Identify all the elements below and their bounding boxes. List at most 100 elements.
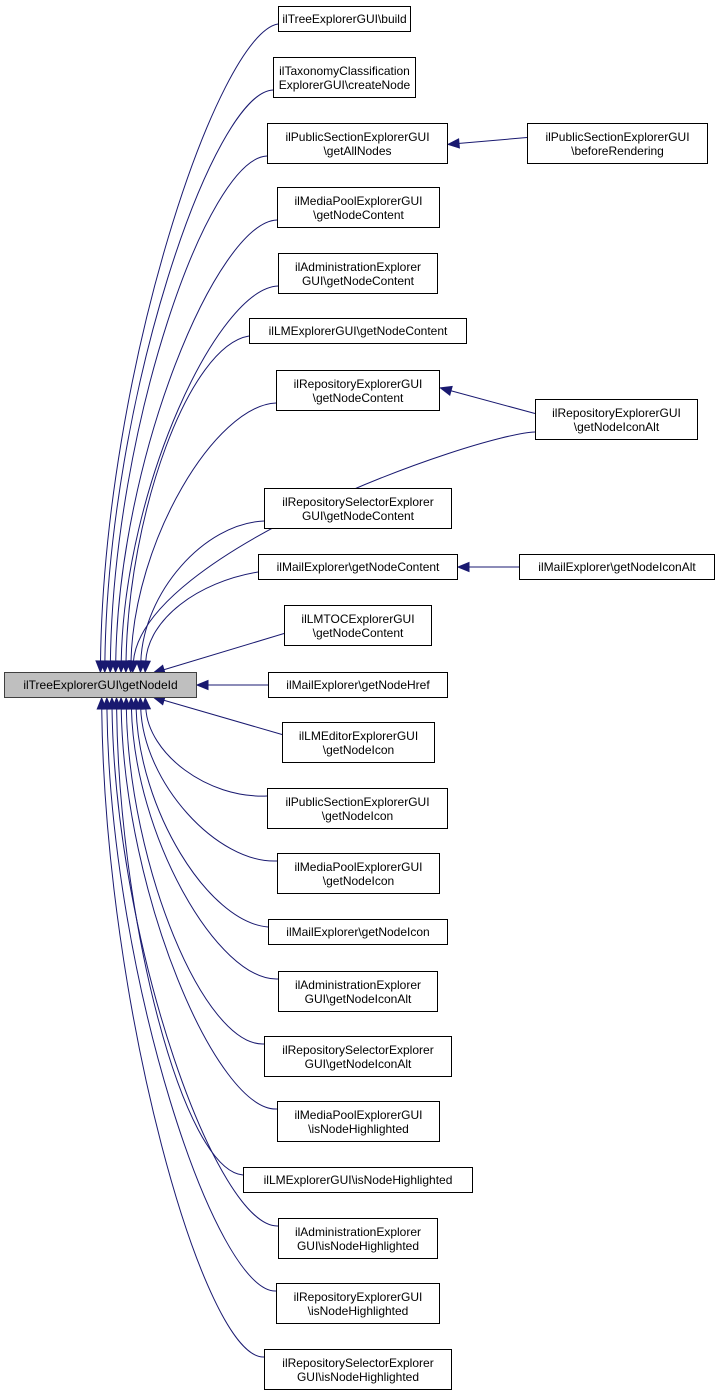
node-label: \getNodeContent (313, 207, 404, 222)
edge-n3-to-root (109, 155, 268, 663)
edge-n5-to-root (115, 219, 278, 663)
node-label: \getNodeContent (312, 390, 404, 405)
node-label: ilLMExplorerGUI\getNodeContent (268, 324, 448, 338)
node-label: ilMediaPoolExplorerGUI (294, 859, 423, 874)
node-label: \beforeRendering (571, 143, 664, 158)
node-label: ilMediaPoolExplorerGUI (294, 1107, 423, 1122)
node-mail-getnodehref[interactable]: ilMailExplorer\getNodeHref (268, 672, 448, 698)
node-label: GUI\getNodeIconAlt (304, 1056, 412, 1071)
node-administration-getnodeiconalt[interactable]: ilAdministrationExplorer GUI\getNodeIcon… (278, 971, 438, 1012)
edge-n15-to-root (162, 699, 283, 735)
node-treeexplorer-build[interactable]: ilTreeExplorerGUI\build (278, 6, 411, 32)
node-publicsection-beforerendering[interactable]: ilPublicSectionExplorerGUI \beforeRender… (527, 123, 708, 164)
node-label: ilRepositorySelectorExplorer (282, 1042, 434, 1057)
node-label: ilAdministrationExplorer (294, 259, 422, 274)
node-label: GUI\getNodeContent (301, 508, 415, 523)
arrowhead-n9-to-n8 (439, 385, 453, 396)
node-mediapool-getnodecontent[interactable]: ilMediaPoolExplorerGUI \getNodeContent (277, 187, 440, 228)
node-label: ilMailExplorer\getNodeHref (286, 678, 430, 692)
node-label: ilRepositorySelectorExplorer (282, 1355, 434, 1370)
node-label: GUI\isNodeHighlighted (296, 1369, 420, 1384)
node-label: ilAdministrationExplorer (294, 1224, 422, 1239)
node-label: ilPublicSectionExplorerGUI (545, 129, 690, 144)
node-reposelector-isnodehighlighted[interactable]: ilRepositorySelectorExplorer GUI\isNodeH… (264, 1349, 452, 1390)
edge-n21-to-root (120, 707, 278, 1110)
node-label: \isNodeHighlighted (308, 1121, 409, 1136)
edge-n4-to-n3 (457, 137, 528, 144)
node-mail-getnodeicon[interactable]: ilMailExplorer\getNodeIcon (268, 919, 448, 945)
node-publicsection-getallnodes[interactable]: ilPublicSectionExplorerGUI \getAllNodes (267, 123, 448, 164)
node-label: ilLMEditorExplorerGUI (298, 728, 419, 743)
node-label: \getNodeContent (312, 625, 404, 640)
edge-n18-to-root (135, 707, 269, 928)
node-label: ExplorerGUI\createNode (278, 77, 411, 92)
node-label: ilMailExplorer\getNodeIcon (286, 925, 430, 939)
arrowhead-n9-to-root (128, 660, 139, 674)
node-lmexplorer-isnodehighlighted[interactable]: ilLMExplorerGUI\isNodeHighlighted (243, 1167, 473, 1193)
node-label: ilAdministrationExplorer (294, 977, 422, 992)
node-label: GUI\getNodeIconAlt (304, 991, 412, 1006)
arrowhead-n4-to-n3 (446, 138, 460, 149)
node-lmtoc-getnodecontent[interactable]: ilLMTOCExplorerGUI \getNodeContent (284, 605, 432, 646)
edge-n9-to-n8 (449, 390, 536, 414)
node-label: ilPublicSectionExplorerGUI (285, 794, 430, 809)
node-administration-getnodecontent[interactable]: ilAdministrationExplorer GUI\getNodeCont… (278, 253, 438, 294)
node-mail-getnodeiconalt[interactable]: ilMailExplorer\getNodeIconAlt (519, 554, 715, 580)
edge-n22-to-root (116, 707, 244, 1176)
node-label: ilMailExplorer\getNodeIconAlt (538, 560, 696, 574)
node-label: ilPublicSectionExplorerGUI (285, 129, 430, 144)
arrowhead-n12-to-n11 (456, 561, 470, 573)
node-label: GUI\getNodeContent (301, 273, 415, 288)
node-label: \isNodeHighlighted (307, 1303, 409, 1318)
edge-n17-to-root (140, 707, 278, 862)
node-label: ilTreeExplorerGUI\getNodeId (23, 678, 178, 692)
node-label: ilRepositoryExplorerGUI (552, 405, 681, 420)
arrowhead-n11-to-root (140, 660, 151, 674)
node-label: ilRepositoryExplorerGUI (293, 1289, 423, 1304)
node-publicsection-getnodeicon[interactable]: ilPublicSectionExplorerGUI \getNodeIcon (267, 788, 448, 829)
node-lmeditor-getnodeicon[interactable]: ilLMEditorExplorerGUI \getNodeIcon (282, 722, 435, 763)
node-label: \getNodeIcon (321, 808, 394, 823)
edge-n16-to-root (145, 707, 268, 797)
edge-n1-to-root (100, 23, 279, 663)
node-repository-getnodeiconalt[interactable]: ilRepositoryExplorerGUI \getNodeIconAlt (535, 399, 698, 440)
edge-n7-to-root (125, 335, 250, 663)
edge-n25-to-root (101, 707, 265, 1358)
node-label: GUI\isNodeHighlighted (296, 1238, 420, 1253)
edge-n24-to-root (106, 707, 277, 1292)
node-mediapool-isnodehighlighted[interactable]: ilMediaPoolExplorerGUI \isNodeHighlighte… (277, 1101, 440, 1142)
node-root-getNodeId: ilTreeExplorerGUI\getNodeId (4, 672, 197, 698)
node-label: \getNodeIcon (322, 873, 395, 888)
arrowhead-n25-to-root (96, 696, 107, 710)
node-label: ilTreeExplorerGUI\build (282, 12, 407, 26)
edge-n19-to-root (130, 707, 279, 980)
node-lmexplorer-getnodecontent[interactable]: ilLMExplorerGUI\getNodeContent (249, 318, 467, 344)
node-label: ilLMExplorerGUI\isNodeHighlighted (263, 1173, 453, 1187)
node-label: \getNodeIconAlt (573, 419, 660, 434)
node-repository-getnodecontent[interactable]: ilRepositoryExplorerGUI \getNodeContent (276, 370, 440, 411)
node-mail-getnodecontent[interactable]: ilMailExplorer\getNodeContent (258, 554, 458, 580)
edge-n11-to-root (145, 571, 259, 663)
arrowhead-n14-to-root (195, 679, 209, 691)
node-administration-isnodehighlighted[interactable]: ilAdministrationExplorer GUI\isNodeHighl… (278, 1218, 438, 1259)
node-label: ilMediaPoolExplorerGUI (294, 193, 423, 208)
edge-n2-to-root (104, 89, 274, 663)
node-label: ilTaxonomyClassification (279, 63, 410, 78)
edge-n6-to-root (120, 285, 279, 663)
edge-n10-to-root (140, 520, 265, 663)
node-label: ilLMTOCExplorerGUI (301, 611, 415, 626)
node-label: \getNodeIcon (322, 742, 395, 757)
node-label: ilMailExplorer\getNodeContent (276, 560, 440, 574)
edge-n20-to-root (125, 707, 265, 1045)
node-repository-isnodehighlighted[interactable]: ilRepositoryExplorerGUI \isNodeHighlight… (276, 1283, 440, 1324)
node-label: \getAllNodes (323, 143, 392, 158)
edge-n23-to-root (111, 707, 279, 1227)
node-reposelector-getnodeiconalt[interactable]: ilRepositorySelectorExplorer GUI\getNode… (264, 1036, 452, 1077)
node-label: ilRepositorySelectorExplorer (282, 494, 434, 509)
edge-n8-to-root (130, 402, 277, 663)
node-mediapool-getnodeicon[interactable]: ilMediaPoolExplorerGUI \getNodeIcon (277, 853, 440, 894)
node-taxonomy-createnode[interactable]: ilTaxonomyClassification ExplorerGUI\cre… (273, 57, 416, 98)
node-reposelector-getnodecontent[interactable]: ilRepositorySelectorExplorer GUI\getNode… (264, 488, 452, 529)
node-label: ilRepositoryExplorerGUI (293, 376, 423, 391)
